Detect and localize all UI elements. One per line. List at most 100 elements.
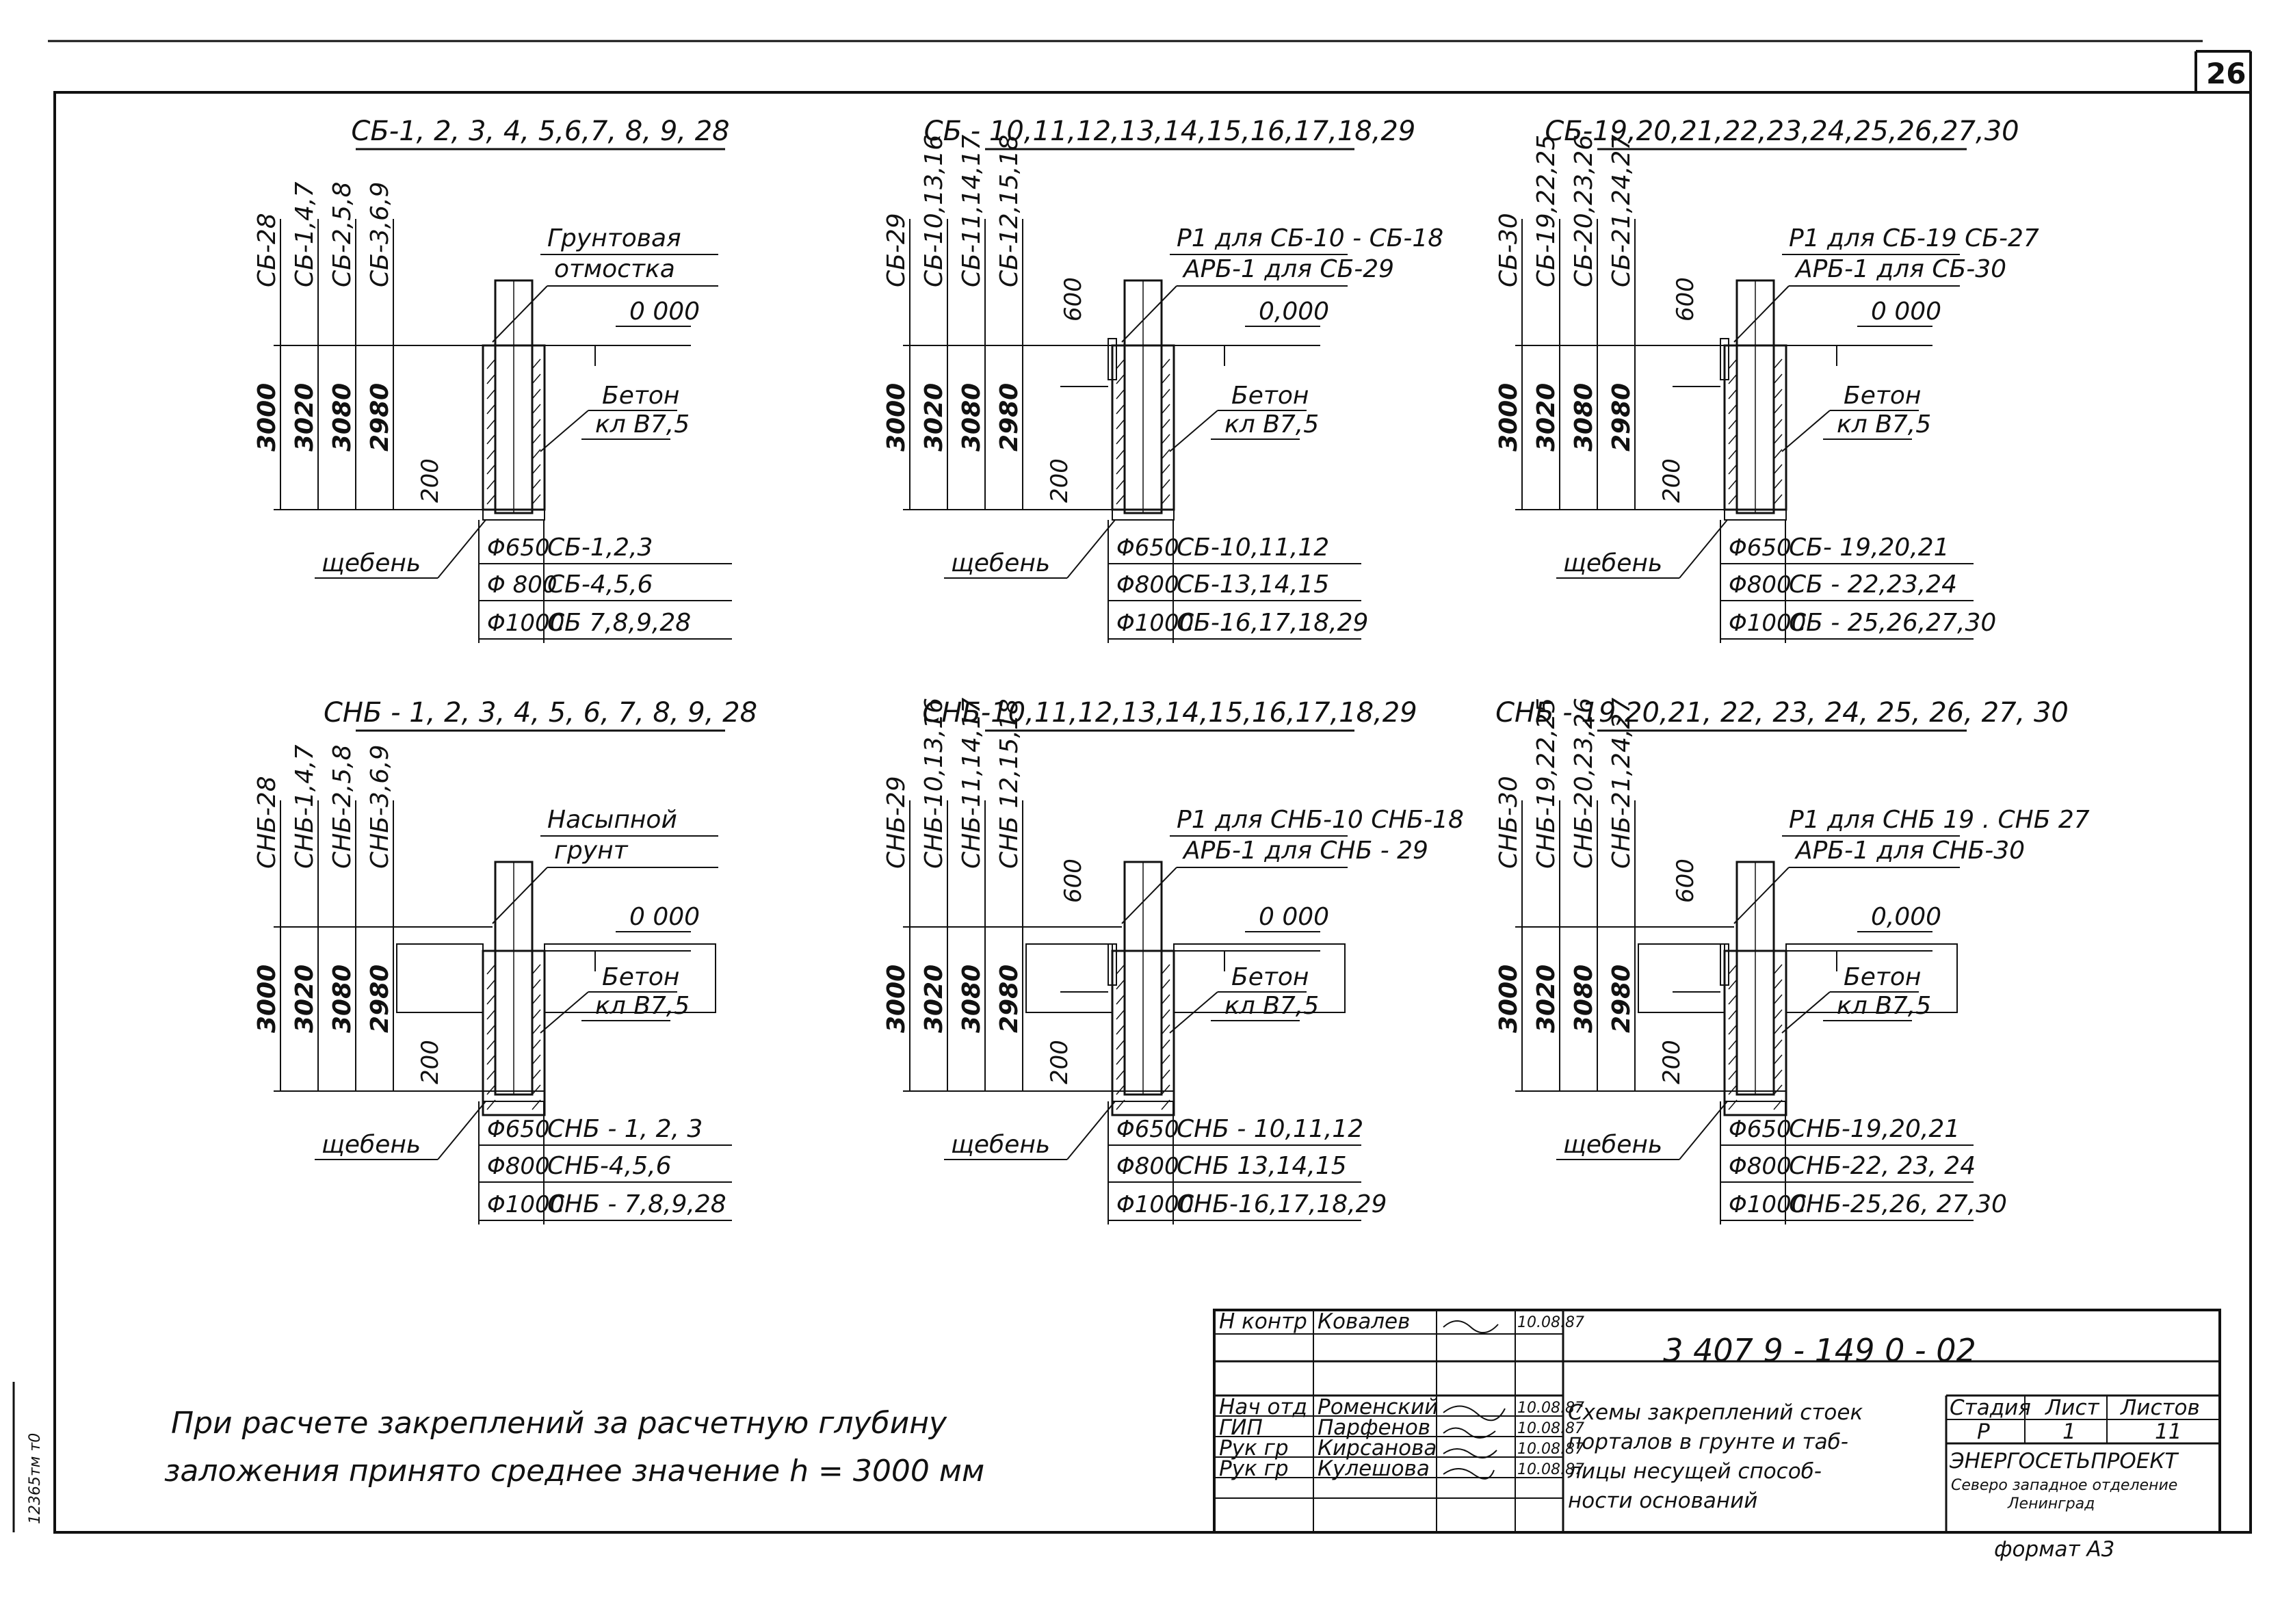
sig-name: Кулешова [1318, 1456, 1430, 1481]
drawing-line [1116, 1084, 1125, 1095]
concrete-label: Бетон [602, 963, 679, 991]
drawing-line [532, 389, 541, 400]
depth-dimension: 2980 [995, 383, 1023, 451]
depth-dimension: 3000 [253, 965, 281, 1033]
type-cell: СБ-10,11,12 [1177, 534, 1329, 562]
drawing-line [1116, 494, 1125, 505]
column-label: СНБ-21,24,27 [1608, 698, 1636, 869]
diameter-cell: Φ1000 [1729, 1191, 1806, 1218]
concrete-class: кл B7,5 [1224, 410, 1319, 438]
column-label: СБ-11,14,17 [958, 135, 986, 287]
drawing-line [486, 1084, 496, 1095]
depth-dimension: 3000 [882, 965, 910, 1033]
type-cell: СНБ-4,5,6 [547, 1152, 672, 1180]
level-mark: 0,000 [1871, 903, 1941, 931]
note-top-2: АРБ-1 для СНБ - 29 [1182, 837, 1428, 865]
diameter-cell: Φ800 [1729, 1153, 1792, 1180]
drawing-line [1116, 964, 1125, 975]
drawing-line [1116, 389, 1125, 400]
drawing-line [1116, 994, 1125, 1005]
diameter-cell: Φ1000 [1729, 610, 1806, 637]
reinforcement-ring [1720, 943, 1729, 986]
drawing-line [1066, 519, 1116, 579]
depth-dimension: 2980 [995, 965, 1023, 1033]
org-name: ЭНЕРГОСЕТЬПРОЕКТ [1949, 1449, 2179, 1474]
sig-name: Кирсанова [1318, 1436, 1437, 1461]
drawing-line [1773, 1024, 1783, 1035]
concrete-class: кл B7,5 [595, 992, 690, 1020]
drawing-line [1773, 1084, 1783, 1095]
drawing-line [1116, 464, 1125, 475]
drawing-line [1161, 1039, 1170, 1050]
sig-name: Ковалев [1318, 1309, 1410, 1334]
concrete-label: Бетон [1844, 963, 1921, 991]
drawing-line [1773, 419, 1783, 430]
note-line-1: При расчете закреплений за расчетную глу… [171, 1406, 947, 1441]
depth-dimension: 3000 [1495, 965, 1523, 1033]
drawing-line [532, 434, 541, 445]
drawing-line [1116, 419, 1125, 430]
gravel-label: щебень [1563, 1131, 1662, 1159]
drawing-line [437, 519, 486, 579]
reinforcement-ring [1720, 338, 1729, 380]
drawing-line [1733, 867, 1790, 924]
depth-dimension: 3020 [920, 965, 948, 1033]
drawing-line [1733, 285, 1790, 343]
backfill-soil [1173, 943, 1346, 1013]
drawing-line [486, 479, 496, 490]
depth-dimension: 3000 [882, 383, 910, 451]
drawing-line [1728, 374, 1738, 384]
type-cell: СНБ - 1, 2, 3 [547, 1115, 703, 1143]
gravel-base [1112, 509, 1175, 521]
drawing-line [532, 979, 541, 990]
drawing-line [1116, 1024, 1125, 1035]
drawing-line [1116, 404, 1125, 415]
drawing-line [486, 964, 496, 975]
backfill-soil [396, 943, 484, 1013]
column-label: СНБ-3,6,9 [366, 745, 394, 869]
diameter-cell: Φ650 [1729, 534, 1792, 562]
level-mark: 0 000 [1871, 298, 1941, 326]
column-label: СНБ-1,4,7 [291, 744, 319, 869]
drawing-line [1116, 1039, 1125, 1050]
drawing-line [1116, 374, 1125, 384]
drawing-line [1728, 449, 1738, 460]
drawing-line [1728, 1039, 1738, 1050]
column-label: СБ-12,15,18 [995, 135, 1023, 287]
drawing-line [1161, 449, 1170, 460]
sheets-value: 11 [2155, 1419, 2181, 1444]
panel-title: СБ - 10,11,12,13,14,15,16,17,18,29 [924, 116, 1416, 147]
drawing-line [532, 1069, 541, 1080]
drawing-line [1161, 494, 1170, 505]
drawing-line [1121, 867, 1177, 924]
sig-role: Н контр [1219, 1309, 1307, 1334]
column-label: СБ-29 [882, 213, 910, 287]
panel-title: СБ-1, 2, 3, 4, 5,6,7, 8, 9, 28 [351, 116, 729, 147]
column-label: СНБ-20,23,26 [1570, 698, 1598, 869]
drawing-line [1728, 1054, 1738, 1065]
diameter-cell: Φ1000 [1116, 610, 1194, 637]
drawing-line [1116, 1054, 1125, 1065]
gravel-label: щебень [951, 549, 1050, 577]
doc-code: 3 407 9 - 149 0 - 02 [1663, 1332, 1976, 1369]
drawing-line [1161, 1054, 1170, 1065]
drawing-line [1116, 449, 1125, 460]
drawing-line [1161, 389, 1170, 400]
drawing-line [1728, 464, 1738, 475]
depth-dimension: 2980 [1608, 383, 1636, 451]
type-cell: СБ-16,17,18,29 [1177, 609, 1368, 637]
note-top-2: грунт [554, 837, 629, 865]
drawing-line [1161, 964, 1170, 975]
sheet-value: 1 [2062, 1419, 2076, 1444]
drawing-line [486, 1024, 496, 1035]
drawing-line [492, 285, 548, 343]
column-label: СБ-21,24,27 [1608, 135, 1636, 287]
drawing-line [532, 494, 541, 505]
column-label: СНБ-2,5,8 [328, 745, 356, 869]
diameter-cell: Φ1000 [487, 1191, 564, 1218]
panel-title: СНБ - 1, 2, 3, 4, 5, 6, 7, 8, 9, 28 [324, 697, 757, 729]
dim-200: 200 [1046, 1040, 1073, 1084]
gravel-base [1724, 509, 1787, 521]
drawing-line [1066, 1101, 1116, 1160]
